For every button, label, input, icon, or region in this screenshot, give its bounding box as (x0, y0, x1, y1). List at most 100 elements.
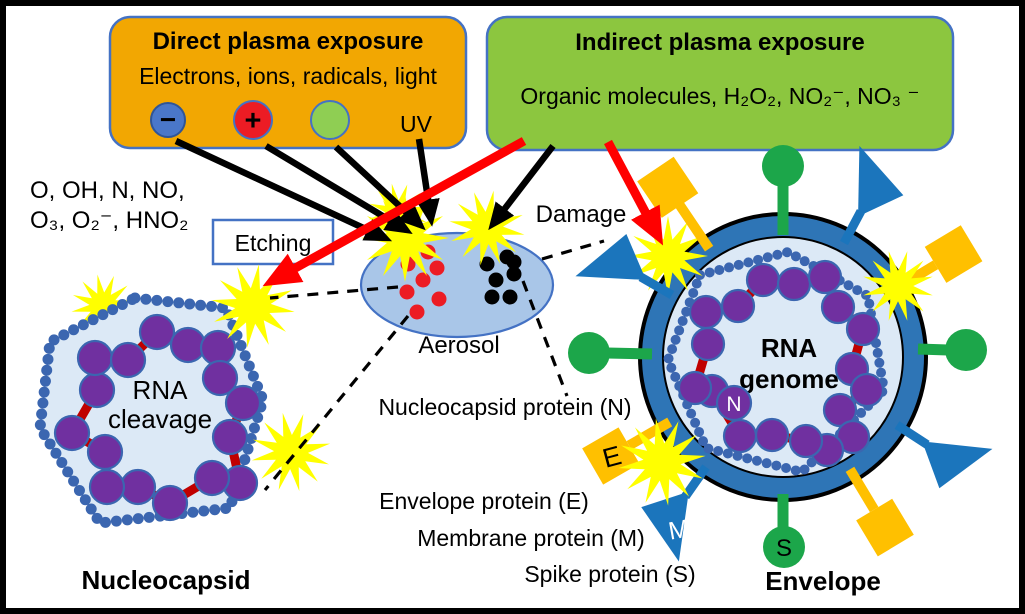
n-protein-badge (715, 384, 753, 422)
nucleoprotein-ring (677, 259, 885, 468)
reactive-species-text: O, OH, N, NO, O₃, O₂⁻, HNO₂ (30, 177, 188, 234)
nucleocapsid-protein-label: Nucleocapsid protein (N) (378, 394, 631, 420)
dot (431, 291, 447, 307)
dashed-connectors (263, 239, 605, 492)
membrane-protein-bottom-left (641, 464, 710, 562)
membrane-protein-stem (894, 421, 930, 449)
dot (138, 313, 176, 351)
damage-label: Damage (536, 201, 627, 228)
membrane-protein-label: Membrane protein (M) (417, 525, 645, 551)
rna-cleavage-line1: RNA (133, 375, 189, 405)
n-badge-letter: N (726, 393, 741, 416)
dot (845, 311, 881, 347)
indirect-box-background (485, 15, 955, 152)
membrane-protein-top-right (840, 145, 904, 246)
rna-genome-line1: RNA (761, 333, 818, 363)
spike-head (568, 332, 610, 374)
envelope-protein-stem (626, 417, 673, 450)
spike-head (762, 145, 804, 187)
m-badge-letter: M (666, 514, 691, 545)
dashed-line-aerosol-to-n-label (521, 280, 569, 397)
dot (88, 468, 126, 506)
dot (502, 289, 518, 305)
dot (169, 326, 207, 364)
dot (429, 260, 445, 276)
direct-box-subtitle: Electrons, ions, radicals, light (139, 63, 437, 89)
dot (690, 326, 726, 362)
ion-icon (233, 100, 273, 140)
dot (688, 294, 724, 330)
dot (720, 288, 756, 324)
membrane-protein-right (894, 421, 993, 489)
electron-icon (150, 102, 186, 138)
membrane-protein-top-left (575, 234, 675, 299)
membrane-protein-head (575, 234, 647, 280)
spike-protein-right (917, 329, 987, 371)
spike-head (945, 329, 987, 371)
uv-label: UV (400, 111, 433, 137)
spike-protein-top (762, 145, 804, 235)
envelope-protein-bottom-right (845, 466, 914, 557)
dot (506, 254, 522, 270)
dot (53, 414, 91, 452)
dot (788, 423, 824, 459)
radical-arrow (333, 144, 426, 231)
direct-box-background (108, 15, 468, 150)
membrane-protein-head (641, 491, 689, 562)
indirect-box-title: Indirect plasma exposure (575, 29, 864, 56)
indirect-red-arrow-to-envelope (604, 139, 664, 246)
envelope-protein-head (637, 156, 699, 218)
aerosol (359, 175, 555, 339)
radical-icon (310, 100, 350, 140)
exposure-arrows (174, 137, 664, 287)
nucleocapsid-virion: RNA cleavage Nucleocapsid (34, 258, 339, 595)
dot (86, 433, 124, 471)
nucleoprotein-ring (53, 313, 262, 522)
nucleocapsid-caption: Nucleocapsid (81, 565, 250, 595)
envelope-protein-label: Envelope protein (E) (379, 488, 589, 514)
reactive-species-line2: O₃, O₂⁻, HNO₂ (30, 207, 188, 234)
dot (722, 418, 758, 454)
indirect-plasma-exposure-box: Indirect plasma exposure Organic molecul… (485, 15, 955, 152)
dot (76, 339, 114, 377)
dot (211, 418, 249, 456)
rna-cleavage-line2: cleavage (108, 404, 212, 434)
dot (484, 289, 500, 305)
membrane-protein-head (858, 145, 904, 217)
envelope-virion: RNA genome N (568, 145, 993, 596)
etching-label: Etching (235, 230, 312, 256)
dot (776, 266, 812, 302)
dot (78, 371, 116, 409)
membrane-protein-stem (840, 209, 865, 246)
envelope-caption: Envelope (765, 566, 881, 596)
aerosol-label: Aerosol (418, 332, 499, 359)
reactive-species-line1: O, OH, N, NO, (30, 177, 185, 204)
dot (488, 272, 504, 288)
membrane-protein-head (922, 441, 993, 489)
dot (409, 304, 425, 320)
indirect-red-arrow-to-nucleocapsid (262, 137, 527, 287)
dot (807, 259, 843, 295)
spike-head (763, 526, 805, 568)
intact-virions-dots (479, 249, 522, 305)
ion-plus-symbol: + (245, 105, 262, 137)
rna-genome-line2: genome (739, 364, 839, 394)
dot (754, 417, 790, 453)
envelope-protein-head (924, 225, 983, 283)
dot (415, 272, 431, 288)
dot (119, 468, 157, 506)
dashed-line-aerosol-to-envelope (541, 239, 605, 261)
spike-protein-label: Spike protein (S) (524, 561, 695, 587)
electron-minus-symbol: − (160, 104, 176, 135)
dot (745, 262, 781, 298)
dot (677, 370, 713, 406)
dot (849, 372, 885, 408)
spike-protein-left (568, 332, 653, 374)
dashed-line-aerosol-to-nucleocapsid-top (269, 285, 399, 300)
dot (193, 459, 231, 497)
dot (506, 266, 522, 282)
dot (820, 289, 856, 325)
